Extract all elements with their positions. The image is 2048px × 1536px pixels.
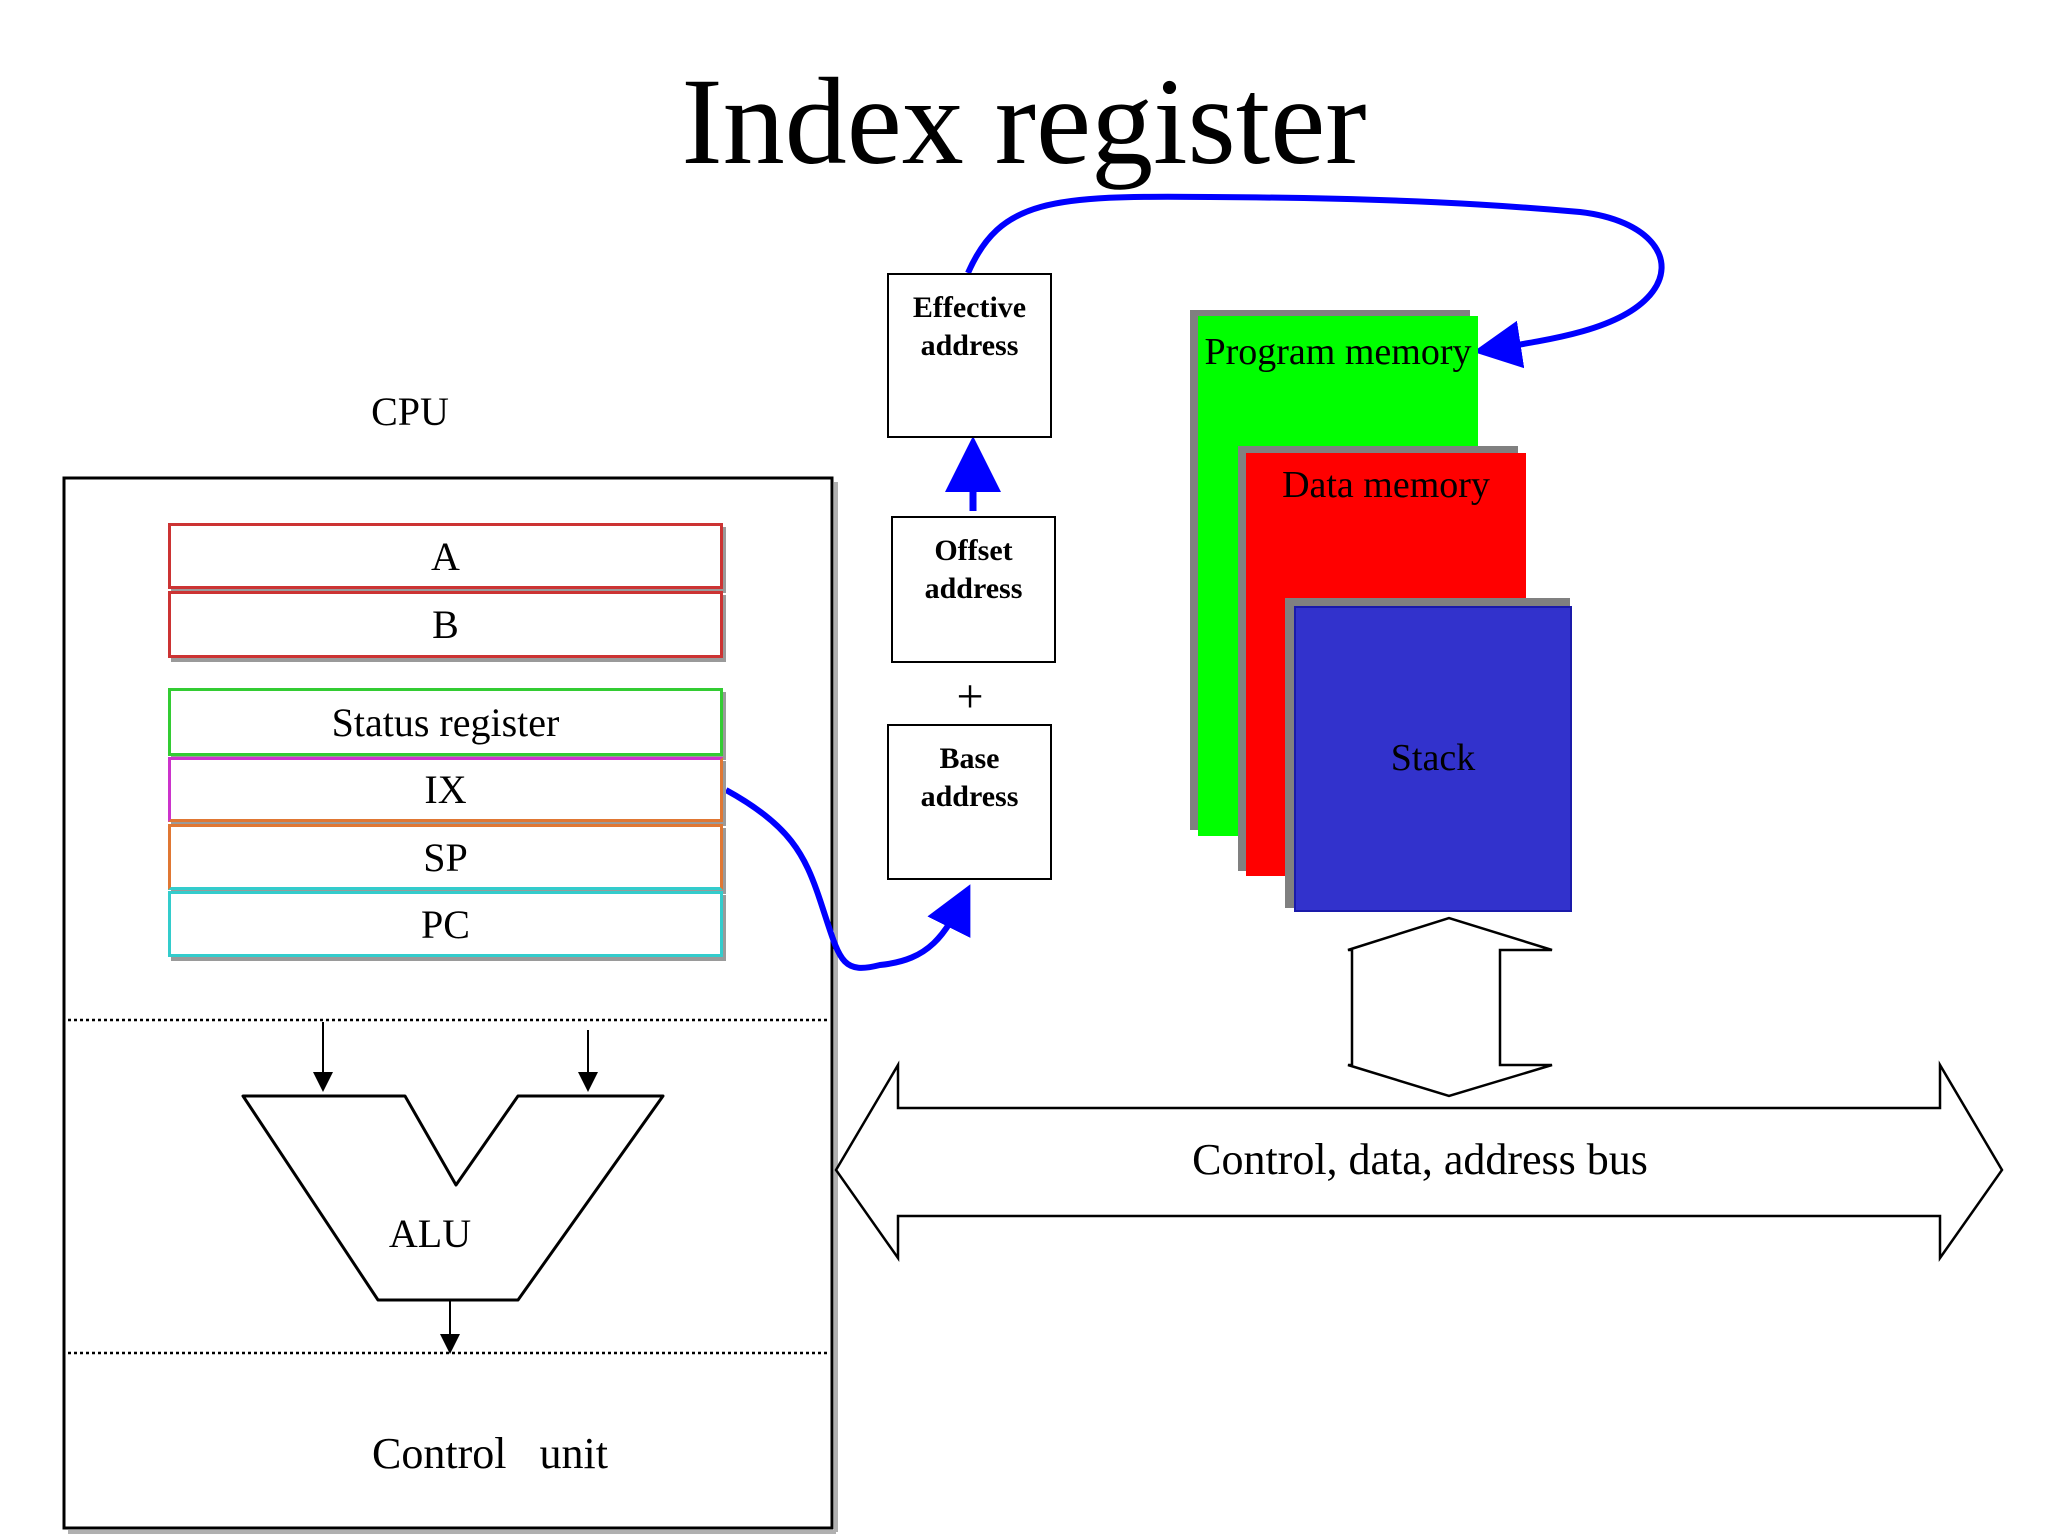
bus-label: Control, data, address bus (1192, 1135, 1648, 1184)
slide-title: Index register (681, 53, 1367, 190)
effective-address-box: Effective address (887, 273, 1052, 438)
register-a: A (168, 523, 723, 589)
control-unit-label: Control unit (372, 1429, 608, 1478)
register-b: B (168, 591, 723, 658)
offset-address-box: Offset address (891, 516, 1056, 663)
register-pc: PC (168, 891, 723, 957)
bus-arrow (834, 1060, 2004, 1262)
base-address-box: Base address (887, 724, 1052, 880)
ix-to-base-arrow (724, 787, 971, 971)
stack-memory: Stack (1294, 606, 1572, 912)
register-sp: SP (168, 824, 723, 890)
alu-label: ALU (388, 1211, 472, 1256)
register-ix: IX (168, 757, 723, 822)
alu-shape (241, 1094, 665, 1302)
effective-to-program-arrow (965, 193, 1665, 369)
register-status: Status register (168, 688, 723, 756)
cpu-label: CPU (371, 389, 449, 434)
memory-bus-arrow (1347, 916, 1553, 1098)
plus-sign: + (956, 670, 984, 723)
